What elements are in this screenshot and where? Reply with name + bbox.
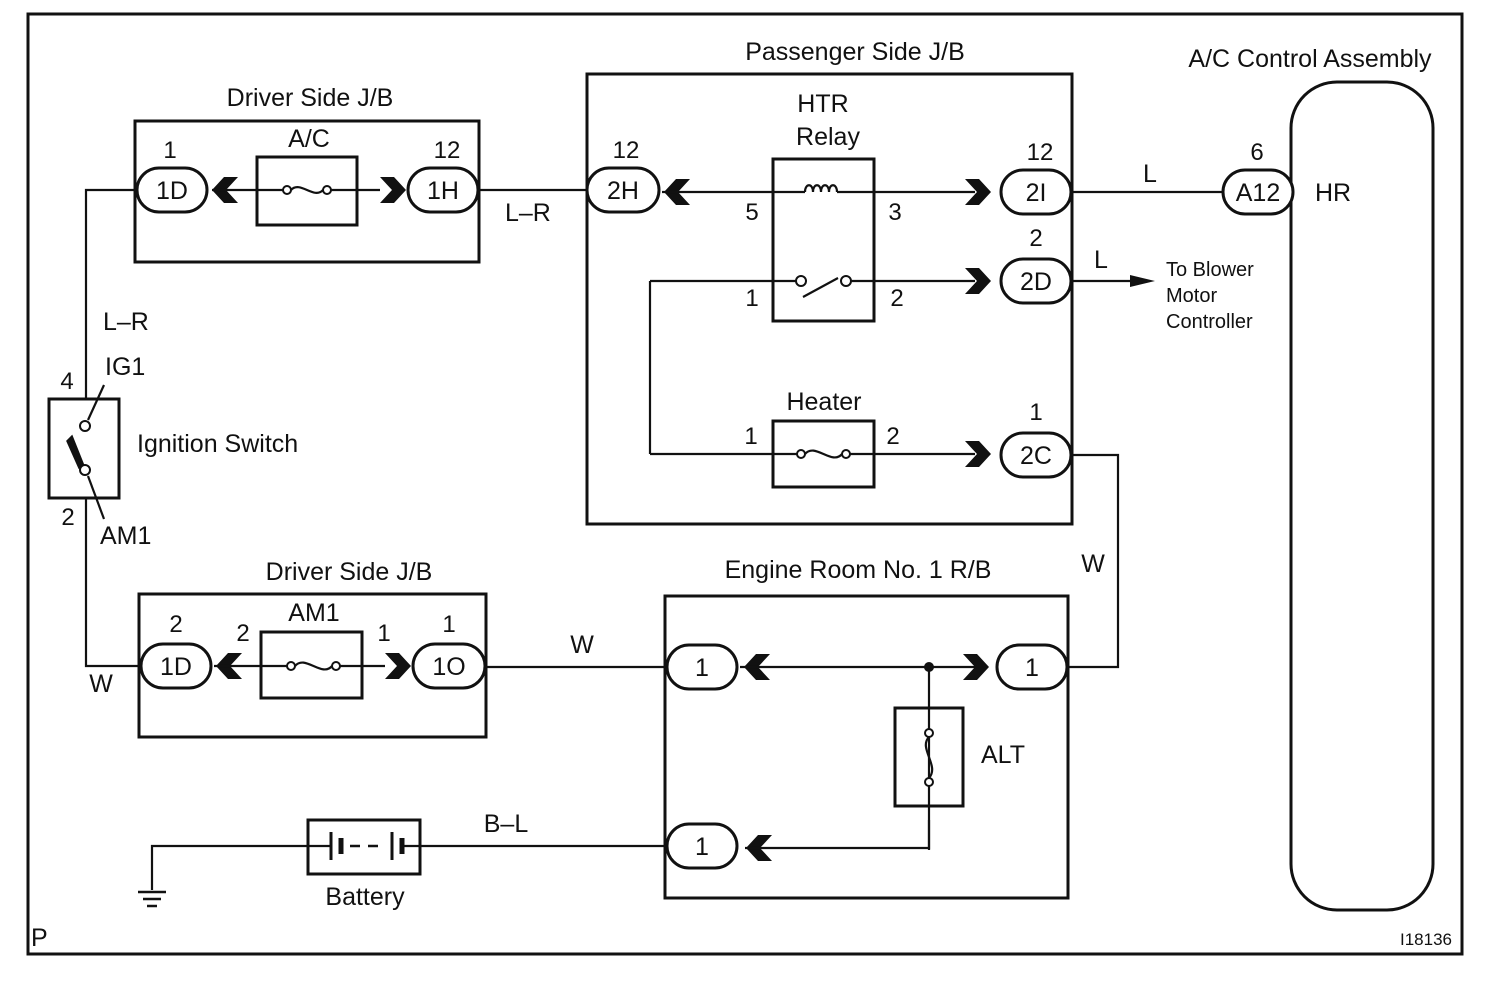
pin-1H: 12 bbox=[434, 137, 461, 164]
connector-2I: 2I bbox=[1026, 179, 1047, 207]
pin-ign-4: 4 bbox=[60, 368, 73, 395]
ignition-switch: IG1 4 2 Ignition Switch AM1 bbox=[47, 353, 298, 550]
wire-label-w-right: W bbox=[1081, 550, 1105, 578]
wire-label-l-2i: L bbox=[1143, 160, 1157, 188]
wire-label-lr-left: L–R bbox=[103, 308, 149, 336]
ac-control-title: A/C Control Assembly bbox=[1188, 45, 1432, 73]
battery: Battery bbox=[306, 818, 422, 911]
pin-1D-top: 1 bbox=[163, 137, 176, 164]
blower-note-1: To Blower bbox=[1166, 259, 1254, 281]
relay-coil-icon bbox=[662, 184, 975, 194]
fuse-icon bbox=[650, 449, 975, 459]
blower-note-2: Motor bbox=[1166, 285, 1217, 307]
htr-relay-label-2: Relay bbox=[796, 123, 860, 151]
pin-2D: 2 bbox=[1029, 225, 1042, 252]
driver-jb-bottom-title: Driver Side J/B bbox=[266, 558, 433, 586]
connector-1D-top: 1D bbox=[156, 177, 188, 205]
alt-fuse bbox=[893, 706, 965, 808]
connector-1O: 1O bbox=[432, 653, 465, 681]
pin-heater-2: 2 bbox=[886, 423, 899, 450]
ig1-label: IG1 bbox=[105, 353, 145, 381]
connector-1H: 1H bbox=[427, 177, 459, 205]
pin-heater-1: 1 bbox=[744, 423, 757, 450]
passenger-jb-title: Passenger Side J/B bbox=[745, 38, 965, 66]
connector-2C: 2C bbox=[1020, 442, 1052, 470]
relay-switch-icon bbox=[650, 275, 975, 298]
pin-am1-2: 2 bbox=[236, 620, 249, 647]
connector-er-left-top: 1 bbox=[695, 654, 709, 682]
pin-A12: 6 bbox=[1250, 139, 1263, 166]
alt-fuse-label: ALT bbox=[981, 741, 1025, 769]
connector-1D-bottom: 1D bbox=[160, 653, 192, 681]
engine-room-rb: Engine Room No. 1 R/B 1 1 ALT 1 bbox=[663, 556, 1070, 900]
terminal-arrow-icon bbox=[385, 653, 411, 679]
pin-relay-5: 5 bbox=[745, 199, 758, 226]
pin-1D-bottom: 2 bbox=[169, 611, 182, 638]
terminal-arrow-icon bbox=[380, 177, 406, 203]
pin-ign-2: 2 bbox=[61, 504, 74, 531]
pin-relay-2: 2 bbox=[890, 285, 903, 312]
passenger-jb: Passenger Side J/B 2H 12 HTR Relay 5 3 1… bbox=[585, 38, 1074, 526]
pin-2H: 12 bbox=[613, 137, 640, 164]
driver-jb-top: Driver Side J/B 1D 1 A/C 1H 12 bbox=[133, 84, 481, 264]
connector-er-left-bot: 1 bbox=[695, 833, 709, 861]
connector-A12: A12 bbox=[1236, 179, 1280, 207]
switch-contact-icon bbox=[66, 384, 106, 520]
ignition-switch-label: Ignition Switch bbox=[137, 430, 298, 458]
engine-room-title: Engine Room No. 1 R/B bbox=[725, 556, 992, 584]
fusible-link-icon bbox=[924, 728, 934, 787]
wire-label-lr-top: L–R bbox=[505, 199, 551, 227]
am1-fuse-label: AM1 bbox=[288, 599, 339, 627]
pin-am1-1: 1 bbox=[377, 620, 390, 647]
fuse-icon bbox=[212, 185, 380, 195]
corner-mark: P bbox=[31, 924, 48, 952]
pin-2C: 1 bbox=[1029, 399, 1042, 426]
ground-icon bbox=[138, 890, 166, 908]
battery-icon bbox=[308, 832, 420, 860]
driver-jb-top-title: Driver Side J/B bbox=[227, 84, 394, 112]
wire-label-w-left: W bbox=[89, 670, 113, 698]
battery-label: Battery bbox=[325, 883, 405, 911]
pin-relay-1: 1 bbox=[745, 285, 758, 312]
ac-fuse-label: A/C bbox=[288, 125, 330, 153]
am1-terminal-label: AM1 bbox=[100, 522, 151, 550]
htr-relay-label-1: HTR bbox=[797, 90, 848, 118]
connector-er-right: 1 bbox=[1025, 654, 1039, 682]
connector-2H: 2H bbox=[607, 177, 639, 205]
hr-terminal-label: HR bbox=[1315, 179, 1351, 207]
wire-label-bl: B–L bbox=[484, 810, 529, 838]
pin-2I: 12 bbox=[1027, 139, 1054, 166]
blower-note-3: Controller bbox=[1166, 311, 1253, 333]
wire-label-w-mid: W bbox=[570, 631, 594, 659]
driver-jb-bottom: Driver Side J/B 1D 2 AM1 2 1 1O 1 bbox=[137, 558, 488, 739]
fuse-icon bbox=[214, 661, 385, 671]
heater-fuse-label: Heater bbox=[786, 388, 861, 416]
blower-arrow-icon bbox=[1130, 275, 1155, 287]
connector-2D: 2D bbox=[1020, 268, 1052, 296]
wire-label-l-2d: L bbox=[1094, 246, 1108, 274]
htr-relay bbox=[771, 157, 876, 323]
diagram-frame bbox=[26, 12, 1464, 956]
figure-id: I18136 bbox=[1400, 930, 1452, 949]
ac-control-assembly: A/C Control Assembly A12 6 HR bbox=[1188, 45, 1435, 912]
pin-relay-3: 3 bbox=[888, 199, 901, 226]
pin-1O: 1 bbox=[442, 611, 455, 638]
